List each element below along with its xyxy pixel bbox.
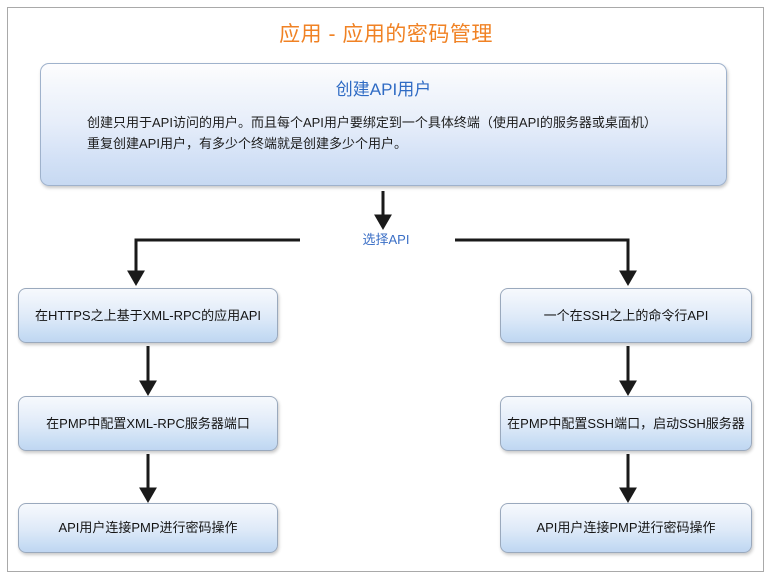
- flow-node-right-3-label: API用户连接PMP进行密码操作: [536, 520, 716, 535]
- branch-label-select-api: 选择API: [362, 232, 410, 247]
- flow-node-right-2[interactable]: 在PMP中配置SSH端口，启动SSH服务器: [500, 396, 752, 451]
- description-line-2: 重复创建API用户，有多少个终端就是创建多少个用户。: [87, 136, 407, 151]
- flow-node-right-2-label: 在PMP中配置SSH端口，启动SSH服务器: [507, 415, 745, 431]
- page-title: 应用 - 应用的密码管理: [279, 23, 493, 46]
- flow-node-left-1[interactable]: 在HTTPS之上基于XML-RPC的应用API: [18, 288, 278, 343]
- create-api-user-panel: 创建API用户 创建只用于API访问的用户。而且每个API用户要绑定到一个具体终…: [40, 63, 727, 186]
- flow-node-right-1-label: 一个在SSH之上的命令行API: [543, 307, 709, 323]
- flow-node-left-3-label: API用户连接PMP进行密码操作: [58, 520, 238, 535]
- create-api-user-description: 创建只用于API访问的用户。而且每个API用户要绑定到一个具体终端（使用API的…: [87, 112, 687, 154]
- flow-node-left-2-label: 在PMP中配置XML-RPC服务器端口: [46, 415, 250, 431]
- flow-node-right-1[interactable]: 一个在SSH之上的命令行API: [500, 288, 752, 343]
- flow-node-left-2[interactable]: 在PMP中配置XML-RPC服务器端口: [18, 396, 278, 451]
- flow-node-right-3[interactable]: API用户连接PMP进行密码操作: [500, 503, 752, 553]
- create-api-user-heading: 创建API用户: [335, 80, 432, 99]
- flow-node-left-3[interactable]: API用户连接PMP进行密码操作: [18, 503, 278, 553]
- description-line-1: 创建只用于API访问的用户。而且每个API用户要绑定到一个具体终端（使用API的…: [87, 115, 657, 130]
- flow-node-left-1-label: 在HTTPS之上基于XML-RPC的应用API: [34, 307, 262, 323]
